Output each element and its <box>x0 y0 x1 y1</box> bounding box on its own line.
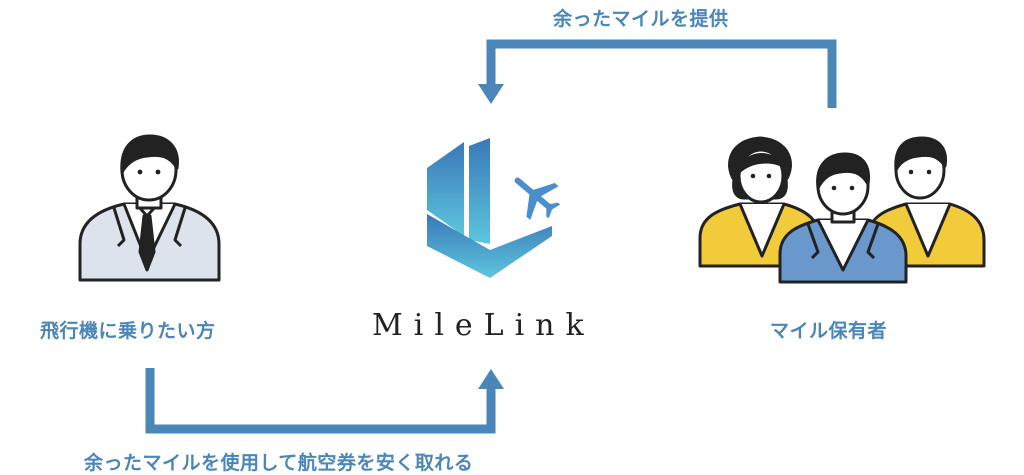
mile-holders-group-icon <box>698 136 986 284</box>
traveler-label: 飛行機に乗りたい方 <box>40 320 216 342</box>
airplane-icon <box>514 177 561 220</box>
brand-name: MileLink <box>372 308 595 343</box>
provide-miles-label: 余ったマイルを提供 <box>553 8 729 30</box>
mile-holder-label: マイル保有者 <box>770 320 888 342</box>
use-miles-label: 余ったマイルを使用して航空券を安く取れる <box>84 452 474 474</box>
use-miles-arrow <box>145 368 504 434</box>
provide-miles-arrow <box>478 39 837 108</box>
traveler-person-icon <box>78 134 221 282</box>
front-man-person-icon <box>778 152 908 284</box>
milelink-logo-icon <box>427 138 552 278</box>
